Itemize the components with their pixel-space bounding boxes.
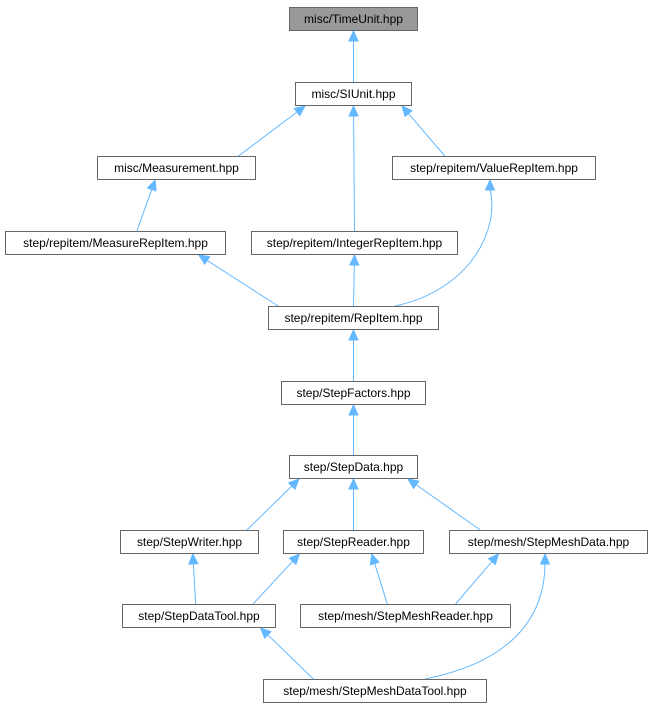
edge-valuerepitem-to-siunit (408, 113, 446, 157)
arrowhead-stepmeshreader-to-stepmeshdata (487, 553, 500, 566)
arrowhead-repitem-to-valuerepitem (484, 178, 496, 191)
arrowhead-valuerepitem-to-siunit (401, 105, 413, 118)
edge-measurerepitem-to-measurement (136, 189, 153, 232)
edge-stepmeshreader-to-stepreader (374, 563, 388, 605)
edge-stepmeshdatatool-to-stepmeshdata (424, 562, 546, 680)
node-step-stepdatatool-hpp[interactable]: step/StepDataTool.hpp (122, 604, 276, 628)
edge-repitem-to-valuerepitem (394, 188, 493, 307)
edge-stepmeshdatatool-to-stepdatatool (267, 634, 314, 680)
node-step-repitem-integerrepitem-hpp[interactable]: step/repitem/IntegerRepItem.hpp (251, 231, 458, 255)
arrowhead-integerrepitem-to-siunit (348, 104, 359, 117)
arrowhead-measurement-to-siunit (293, 105, 306, 117)
edge-repitem-to-measurerepitem (206, 259, 279, 307)
node-misc-timeunit-hpp: misc/TimeUnit.hpp (289, 7, 418, 31)
node-step-mesh-stepmeshreader-hpp[interactable]: step/mesh/StepMeshReader.hpp (300, 604, 511, 628)
node-step-repitem-measurerepitem-hpp[interactable]: step/repitem/MeasureRepItem.hpp (5, 231, 226, 255)
node-step-stepfactors-hpp[interactable]: step/StepFactors.hpp (281, 381, 426, 405)
arrowhead-stepdatatool-to-stepreader (288, 553, 301, 566)
edge-stepmeshdata-to-stepdata (415, 484, 481, 531)
edge-stepmeshreader-to-stepmeshdata (455, 561, 493, 605)
arrowhead-stepmeshdatatool-to-stepdatatool (259, 627, 272, 640)
edge-integerrepitem-to-siunit (353, 115, 355, 232)
edge-stepdatatool-to-stepwriter (192, 563, 197, 605)
edge-measurement-to-siunit (238, 111, 298, 157)
node-step-mesh-stepmeshdata-hpp[interactable]: step/mesh/StepMeshData.hpp (449, 530, 648, 554)
arrowhead-stepwriter-to-stepdata (287, 478, 300, 491)
arrowhead-repitem-to-integerrepitem (349, 253, 360, 266)
node-step-repitem-repitem-hpp[interactable]: step/repitem/RepItem.hpp (268, 306, 439, 330)
edge-stepwriter-to-stepdata (246, 485, 293, 531)
arrowhead-measurerepitem-to-measurement (146, 178, 157, 192)
arrowhead-stepmeshreader-to-stepreader (369, 552, 380, 566)
arrowhead-repitem-to-measurerepitem (197, 254, 211, 266)
node-misc-measurement-hpp[interactable]: misc/Measurement.hpp (97, 156, 256, 180)
node-misc-siunit-hpp[interactable]: misc/SIUnit.hpp (295, 82, 412, 106)
arrowhead-stepmeshdata-to-stepdata (407, 478, 420, 490)
edge-repitem-to-integerrepitem (353, 264, 355, 307)
arrowhead-stepmeshdatatool-to-stepmeshdata (539, 552, 551, 565)
node-step-stepreader-hpp[interactable]: step/StepReader.hpp (283, 530, 424, 554)
arrowhead-stepdata-to-stepfactors (348, 403, 359, 416)
arrowhead-stepreader-to-stepdata (348, 477, 359, 490)
node-step-stepdata-hpp[interactable]: step/StepData.hpp (289, 455, 418, 479)
arrowhead-stepfactors-to-repitem (348, 328, 359, 341)
node-step-mesh-stepmeshdatatool-hpp[interactable]: step/mesh/StepMeshDataTool.hpp (263, 679, 487, 703)
arrowhead-stepdatatool-to-stepwriter (188, 552, 199, 565)
edge-stepdatatool-to-stepreader (252, 560, 293, 605)
node-step-stepwriter-hpp[interactable]: step/StepWriter.hpp (120, 530, 259, 554)
node-step-repitem-valuerepitem-hpp[interactable]: step/repitem/ValueRepItem.hpp (392, 156, 596, 180)
arrowhead-siunit-to-timeunit (348, 29, 359, 42)
